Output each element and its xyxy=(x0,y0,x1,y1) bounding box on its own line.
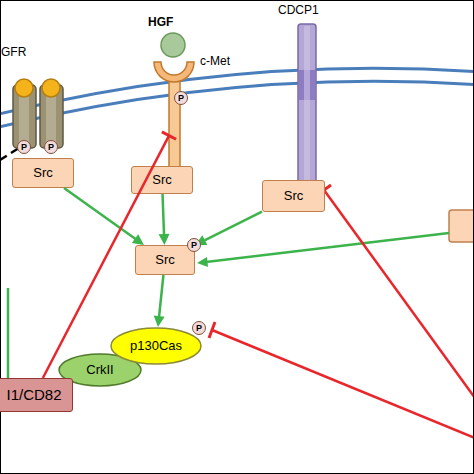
inhibition-line xyxy=(212,330,474,440)
connector-line xyxy=(64,188,137,240)
membrane-line xyxy=(0,81,474,128)
arrow-head xyxy=(132,234,144,245)
ligand: HGF xyxy=(148,14,192,60)
activation-arrow xyxy=(195,212,262,245)
cropped-box xyxy=(449,210,474,242)
suppressor-box: I1/CD82 xyxy=(0,378,73,412)
kinase-box: Src xyxy=(131,166,193,194)
kinase-box: Src xyxy=(12,158,74,188)
kinase-box: Src xyxy=(262,180,325,212)
node-outline xyxy=(272,4,334,187)
kinase-label: Src xyxy=(155,253,175,267)
ligand-ball xyxy=(15,79,33,97)
activation-arrow xyxy=(154,275,165,327)
phospho-mark: P xyxy=(44,140,58,154)
connector-line xyxy=(203,212,262,241)
receptor: CDCP1 xyxy=(272,4,334,187)
membrane-line xyxy=(0,68,474,115)
receptor: c-Met xyxy=(145,50,235,172)
receptor-label: GFR xyxy=(1,46,26,59)
kinase-label: Src xyxy=(33,166,53,180)
receptor-label: CDCP1 xyxy=(278,4,319,17)
connector-line xyxy=(163,194,165,236)
receptor-highlight xyxy=(19,90,29,145)
activation-arrow xyxy=(64,188,144,245)
protein-label: CrkII xyxy=(86,363,113,377)
receptor: GFR xyxy=(0,40,75,155)
receptor-cup xyxy=(154,62,194,82)
arrow-head xyxy=(159,234,170,245)
activation-arrow xyxy=(159,194,170,245)
kinase-label: Src xyxy=(152,173,172,187)
phospho-mark: P xyxy=(187,238,201,252)
protein-label: p130Cas xyxy=(130,339,182,353)
phospho-mark: P xyxy=(192,321,206,335)
suppressor-label: I1/CD82 xyxy=(6,387,61,404)
ligand-label: HGF xyxy=(148,16,173,29)
kinase-box: Src xyxy=(135,245,195,275)
receptor-highlight xyxy=(304,26,310,182)
kinase-label: Src xyxy=(284,189,304,203)
protein-ellipse: p130Cas xyxy=(110,327,202,365)
connector-line xyxy=(159,275,164,318)
inhibition-line xyxy=(324,190,474,405)
receptor-label: c-Met xyxy=(200,55,230,68)
phospho-mark: P xyxy=(17,140,31,154)
phospho-mark: P xyxy=(174,91,188,105)
node-outline xyxy=(145,50,235,172)
ligand-ball xyxy=(42,79,60,97)
receptor-bar xyxy=(298,24,316,184)
activation-line xyxy=(206,233,449,262)
arrow-head xyxy=(197,257,208,267)
inhibition-bar xyxy=(209,322,215,338)
ellipse-outline xyxy=(111,328,201,364)
arrow-head xyxy=(154,316,165,328)
receptor-highlight xyxy=(46,90,56,145)
ligand-circle xyxy=(161,33,185,57)
activation-line xyxy=(7,288,10,378)
